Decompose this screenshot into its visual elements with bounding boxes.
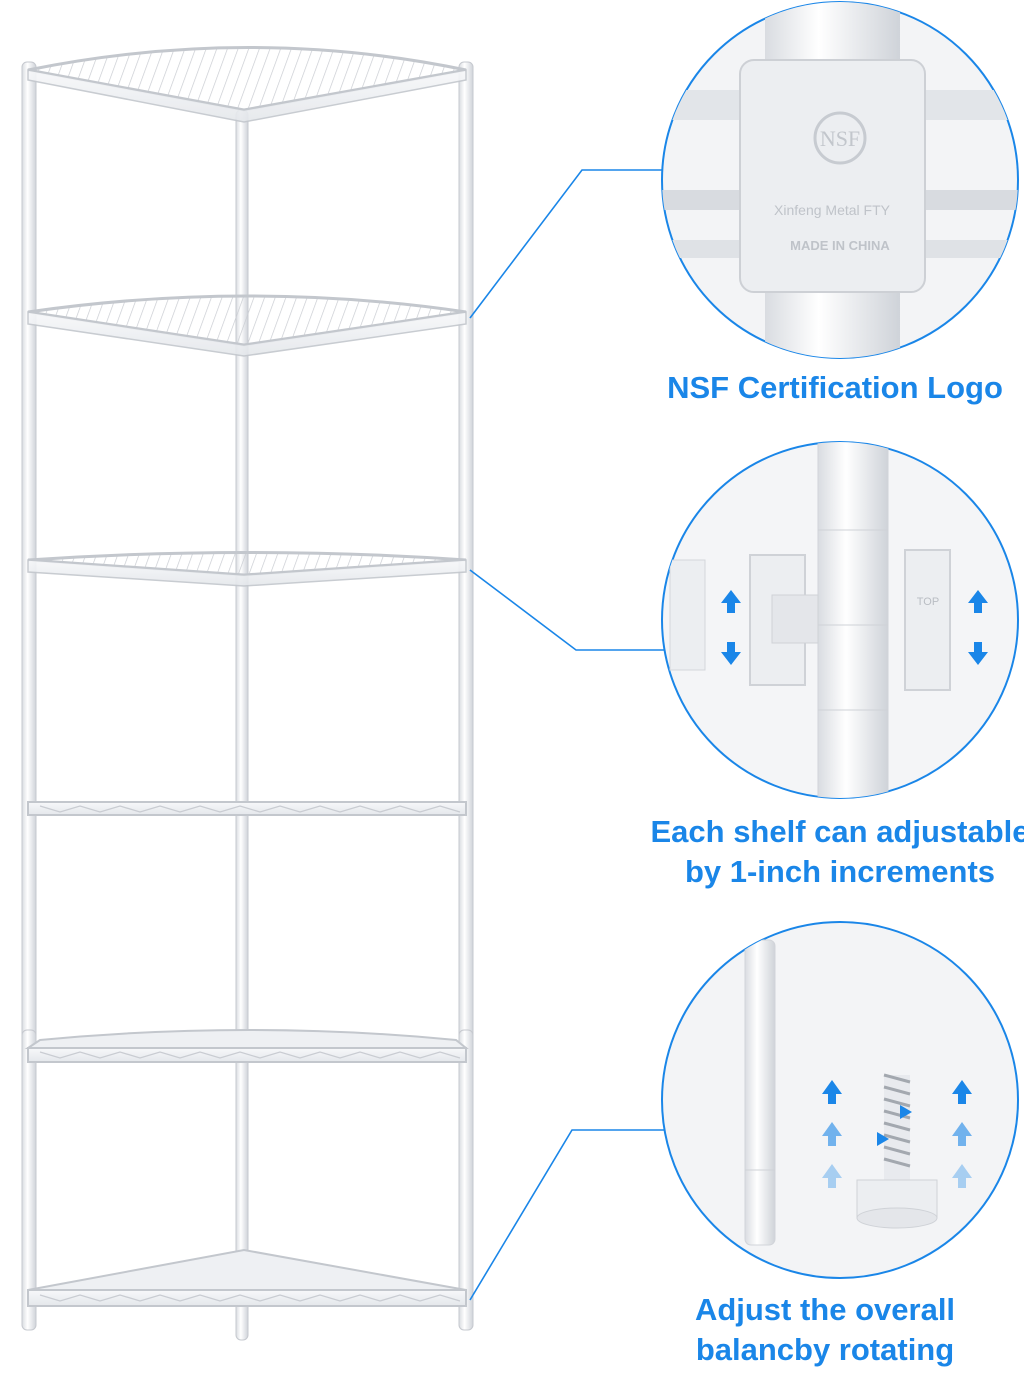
arrow-up-icon bbox=[822, 1122, 842, 1146]
arrow-up-icon bbox=[952, 1164, 972, 1188]
callout-caption-leveling: Adjust the overall balancby rotating bbox=[660, 1290, 990, 1370]
caption-line: by 1-inch increments bbox=[684, 854, 996, 889]
callout-caption-adjustable: Each shelf can adjustable by 1-inch incr… bbox=[645, 812, 1024, 892]
caption-line: NSF Certification Logo bbox=[667, 370, 1003, 405]
arrow-up-icon bbox=[822, 1164, 842, 1188]
shelf-clip-closeup: TOP bbox=[661, 441, 1019, 799]
origin-stamp-text: MADE IN CHINA bbox=[790, 238, 890, 253]
arrow-up-icon bbox=[822, 1080, 842, 1104]
caption-line: Adjust the overall bbox=[694, 1292, 956, 1327]
arrow-down-icon bbox=[968, 642, 988, 665]
shelf-tier-2 bbox=[27, 294, 467, 357]
callout-line bbox=[469, 569, 665, 651]
nsf-logo-closeup: NSF Xinfeng Metal FTY MADE IN CHINA bbox=[661, 1, 1019, 359]
pole-back bbox=[235, 109, 249, 1341]
shelf-tier-3 bbox=[27, 551, 467, 587]
callout-caption-nsf: NSF Certification Logo bbox=[655, 368, 1015, 408]
arrow-up-icon bbox=[968, 590, 988, 613]
pole-right bbox=[458, 61, 474, 1041]
arrow-up-icon bbox=[952, 1122, 972, 1146]
arrow-right-icon bbox=[877, 1132, 889, 1146]
shelf-tier-6 bbox=[27, 1248, 467, 1307]
shelf-tier-4 bbox=[27, 801, 467, 816]
pole-left bbox=[21, 61, 37, 1041]
shelf-tier-1 bbox=[27, 46, 467, 123]
arrow-down-icon bbox=[721, 642, 741, 665]
clip-top-label: TOP bbox=[917, 596, 939, 608]
leveling-foot-closeup bbox=[661, 921, 1019, 1279]
pole-left-lower bbox=[21, 1029, 37, 1331]
nsf-logo-text: NSF bbox=[820, 126, 860, 151]
callout-line bbox=[469, 1129, 665, 1301]
pole-right-lower bbox=[458, 1029, 474, 1331]
callout-line bbox=[469, 169, 665, 319]
caption-line: Each shelf can adjustable bbox=[650, 814, 1024, 849]
shelf-tier-5 bbox=[24, 1029, 469, 1063]
arrow-up-icon bbox=[721, 590, 741, 613]
caption-line: balancby rotating bbox=[695, 1332, 955, 1367]
arrow-up-icon bbox=[952, 1080, 972, 1104]
arrow-right-icon bbox=[900, 1105, 912, 1119]
maker-stamp-text: Xinfeng Metal FTY bbox=[774, 202, 891, 218]
